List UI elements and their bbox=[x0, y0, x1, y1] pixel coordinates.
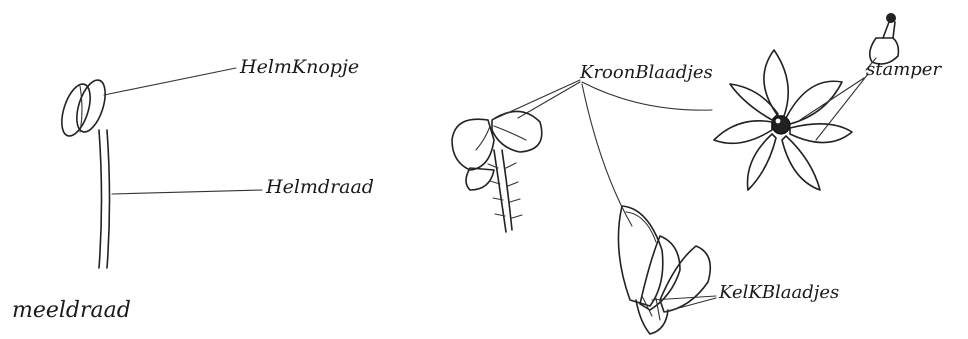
leader-stamper-1 bbox=[800, 78, 864, 120]
leader-helmdraad bbox=[112, 190, 262, 194]
side-flower-drawing bbox=[452, 111, 542, 232]
calyx-drawing bbox=[618, 206, 710, 334]
anther bbox=[56, 77, 111, 140]
label-stamper: stamper bbox=[866, 61, 941, 79]
leader-helmknopje bbox=[104, 68, 236, 95]
label-kroonblaadjes: KroonBlaadjes bbox=[580, 64, 713, 82]
label-meeldraad: meeldraad bbox=[12, 300, 131, 322]
leader-kroon-side-1 bbox=[492, 80, 580, 120]
leader-kroon-side-2 bbox=[518, 82, 580, 118]
label-kelkblaadjes: KelKBlaadjes bbox=[719, 284, 839, 302]
pistil-drawing bbox=[870, 13, 899, 64]
filament bbox=[99, 130, 110, 268]
label-helmknopje: HelmKnopje bbox=[240, 58, 359, 77]
label-helmdraad: Helmdraad bbox=[266, 178, 374, 197]
leader-kroon-star bbox=[582, 82, 712, 110]
leader-kroon-calyx bbox=[582, 84, 632, 226]
stamen-drawing bbox=[56, 77, 111, 268]
